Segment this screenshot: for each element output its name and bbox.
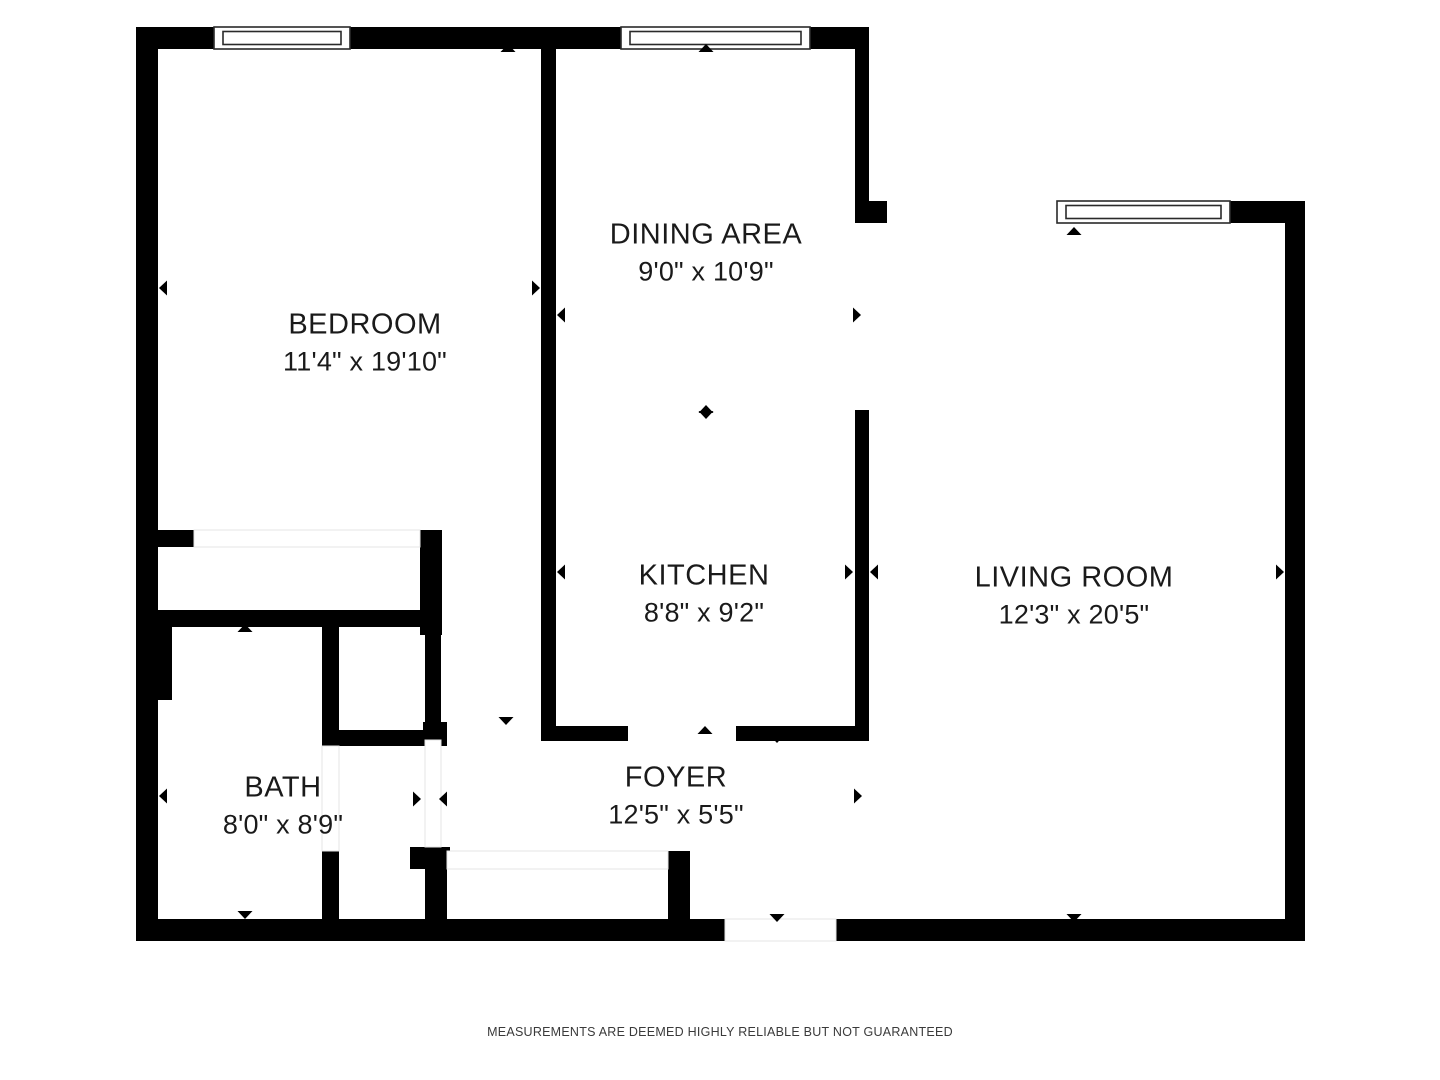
door-opening bbox=[424, 739, 442, 848]
dimension-arrow-icon bbox=[769, 914, 785, 922]
wall-segment bbox=[136, 27, 158, 941]
dimension-arrow-icon bbox=[498, 717, 514, 725]
wall-segment bbox=[322, 730, 440, 746]
measurements-disclaimer: MEASUREMENTS ARE DEEMED HIGHLY RELIABLE … bbox=[487, 1025, 953, 1039]
room-dimensions-living-room: 12'3" x 20'5" bbox=[998, 599, 1150, 630]
room-dimensions-bedroom: 11'4" x 19'10" bbox=[283, 346, 447, 377]
wall-segment bbox=[425, 851, 447, 921]
window-window-dining-top bbox=[620, 26, 811, 50]
room-dimensions-kitchen: 8'8" x 9'2" bbox=[643, 597, 765, 628]
dimension-arrow-icon bbox=[769, 735, 785, 743]
wall-segment bbox=[809, 27, 869, 49]
room-label-foyer: FOYER 12'5" x 5'5" bbox=[608, 760, 743, 831]
room-label-kitchen: KITCHEN 8'8" x 9'2" bbox=[639, 558, 770, 629]
wall-segment bbox=[668, 851, 690, 921]
door-opening bbox=[446, 850, 669, 870]
dimension-arrow-icon bbox=[1276, 564, 1284, 580]
room-name-foyer: FOYER bbox=[624, 761, 728, 794]
dimension-arrow-icon bbox=[845, 564, 853, 580]
wall-segment bbox=[158, 530, 194, 547]
wall-segment bbox=[1229, 201, 1305, 223]
wall-segment bbox=[541, 726, 628, 741]
room-label-living-room: LIVING ROOM 12'3" x 20'5" bbox=[975, 560, 1174, 631]
door-opening bbox=[724, 918, 837, 942]
dimension-arrow-icon bbox=[237, 624, 253, 632]
room-label-dining-area: DINING AREA 9'0" x 10'9" bbox=[610, 217, 802, 288]
dimension-arrow-icon bbox=[853, 307, 861, 323]
wall-segment bbox=[555, 27, 623, 49]
wall-segment bbox=[420, 530, 442, 635]
room-name-bath: BATH bbox=[244, 771, 322, 804]
dimension-arrow-icon bbox=[870, 564, 878, 580]
wall-segment bbox=[136, 610, 172, 700]
wall-segment bbox=[836, 919, 1305, 941]
dimension-arrow-icon bbox=[698, 44, 714, 52]
room-name-dining-area: DINING AREA bbox=[609, 218, 803, 251]
dimension-arrow-icon bbox=[237, 911, 253, 919]
dimension-arrow-icon bbox=[439, 791, 447, 807]
dimension-arrow-icon bbox=[557, 307, 565, 323]
dimension-arrow-icon bbox=[159, 788, 167, 804]
wall-segment bbox=[425, 618, 441, 740]
wall-segment bbox=[855, 27, 869, 223]
dimension-arrow-icon bbox=[697, 726, 713, 734]
wall-segment bbox=[855, 410, 869, 740]
door-opening bbox=[321, 745, 340, 852]
dimension-arrow-icon bbox=[532, 280, 540, 296]
door-opening bbox=[193, 529, 421, 548]
windows-layer bbox=[193, 26, 1231, 942]
wall-segment bbox=[322, 618, 339, 746]
window-window-living-right bbox=[1056, 200, 1231, 224]
room-dimensions-foyer: 12'5" x 5'5" bbox=[608, 799, 744, 830]
dimension-arrow-icon bbox=[1066, 914, 1082, 922]
room-dimensions-dining-area: 9'0" x 10'9" bbox=[638, 256, 774, 287]
room-name-living-room: LIVING ROOM bbox=[974, 561, 1174, 594]
walls-layer bbox=[136, 27, 1305, 941]
dimension-markers-layer bbox=[159, 44, 1284, 922]
room-dimensions-bath: 8'0" x 8'9" bbox=[222, 809, 344, 840]
wall-segment bbox=[322, 851, 339, 921]
window-window-bedroom-top bbox=[213, 26, 351, 50]
room-label-bedroom: BEDROOM 11'4" x 19'10" bbox=[283, 307, 447, 378]
wall-segment bbox=[541, 27, 556, 740]
wall-segment bbox=[349, 27, 555, 49]
wall-segment bbox=[1285, 201, 1305, 941]
room-name-kitchen: KITCHEN bbox=[638, 559, 770, 592]
dimension-arrow-icon bbox=[854, 788, 862, 804]
dimension-arrow-icon bbox=[413, 791, 421, 807]
dimension-arrow-icon bbox=[698, 405, 714, 419]
wall-segment bbox=[158, 610, 442, 627]
wall-segment bbox=[736, 726, 869, 741]
dimension-arrow-icon bbox=[1066, 227, 1082, 235]
dimension-arrow-icon bbox=[557, 564, 565, 580]
dimension-arrow-icon bbox=[500, 44, 516, 52]
room-name-bedroom: BEDROOM bbox=[288, 308, 442, 341]
room-label-bath: BATH 8'0" x 8'9" bbox=[223, 770, 343, 841]
dimension-arrow-icon bbox=[159, 280, 167, 296]
wall-segment bbox=[136, 919, 725, 941]
